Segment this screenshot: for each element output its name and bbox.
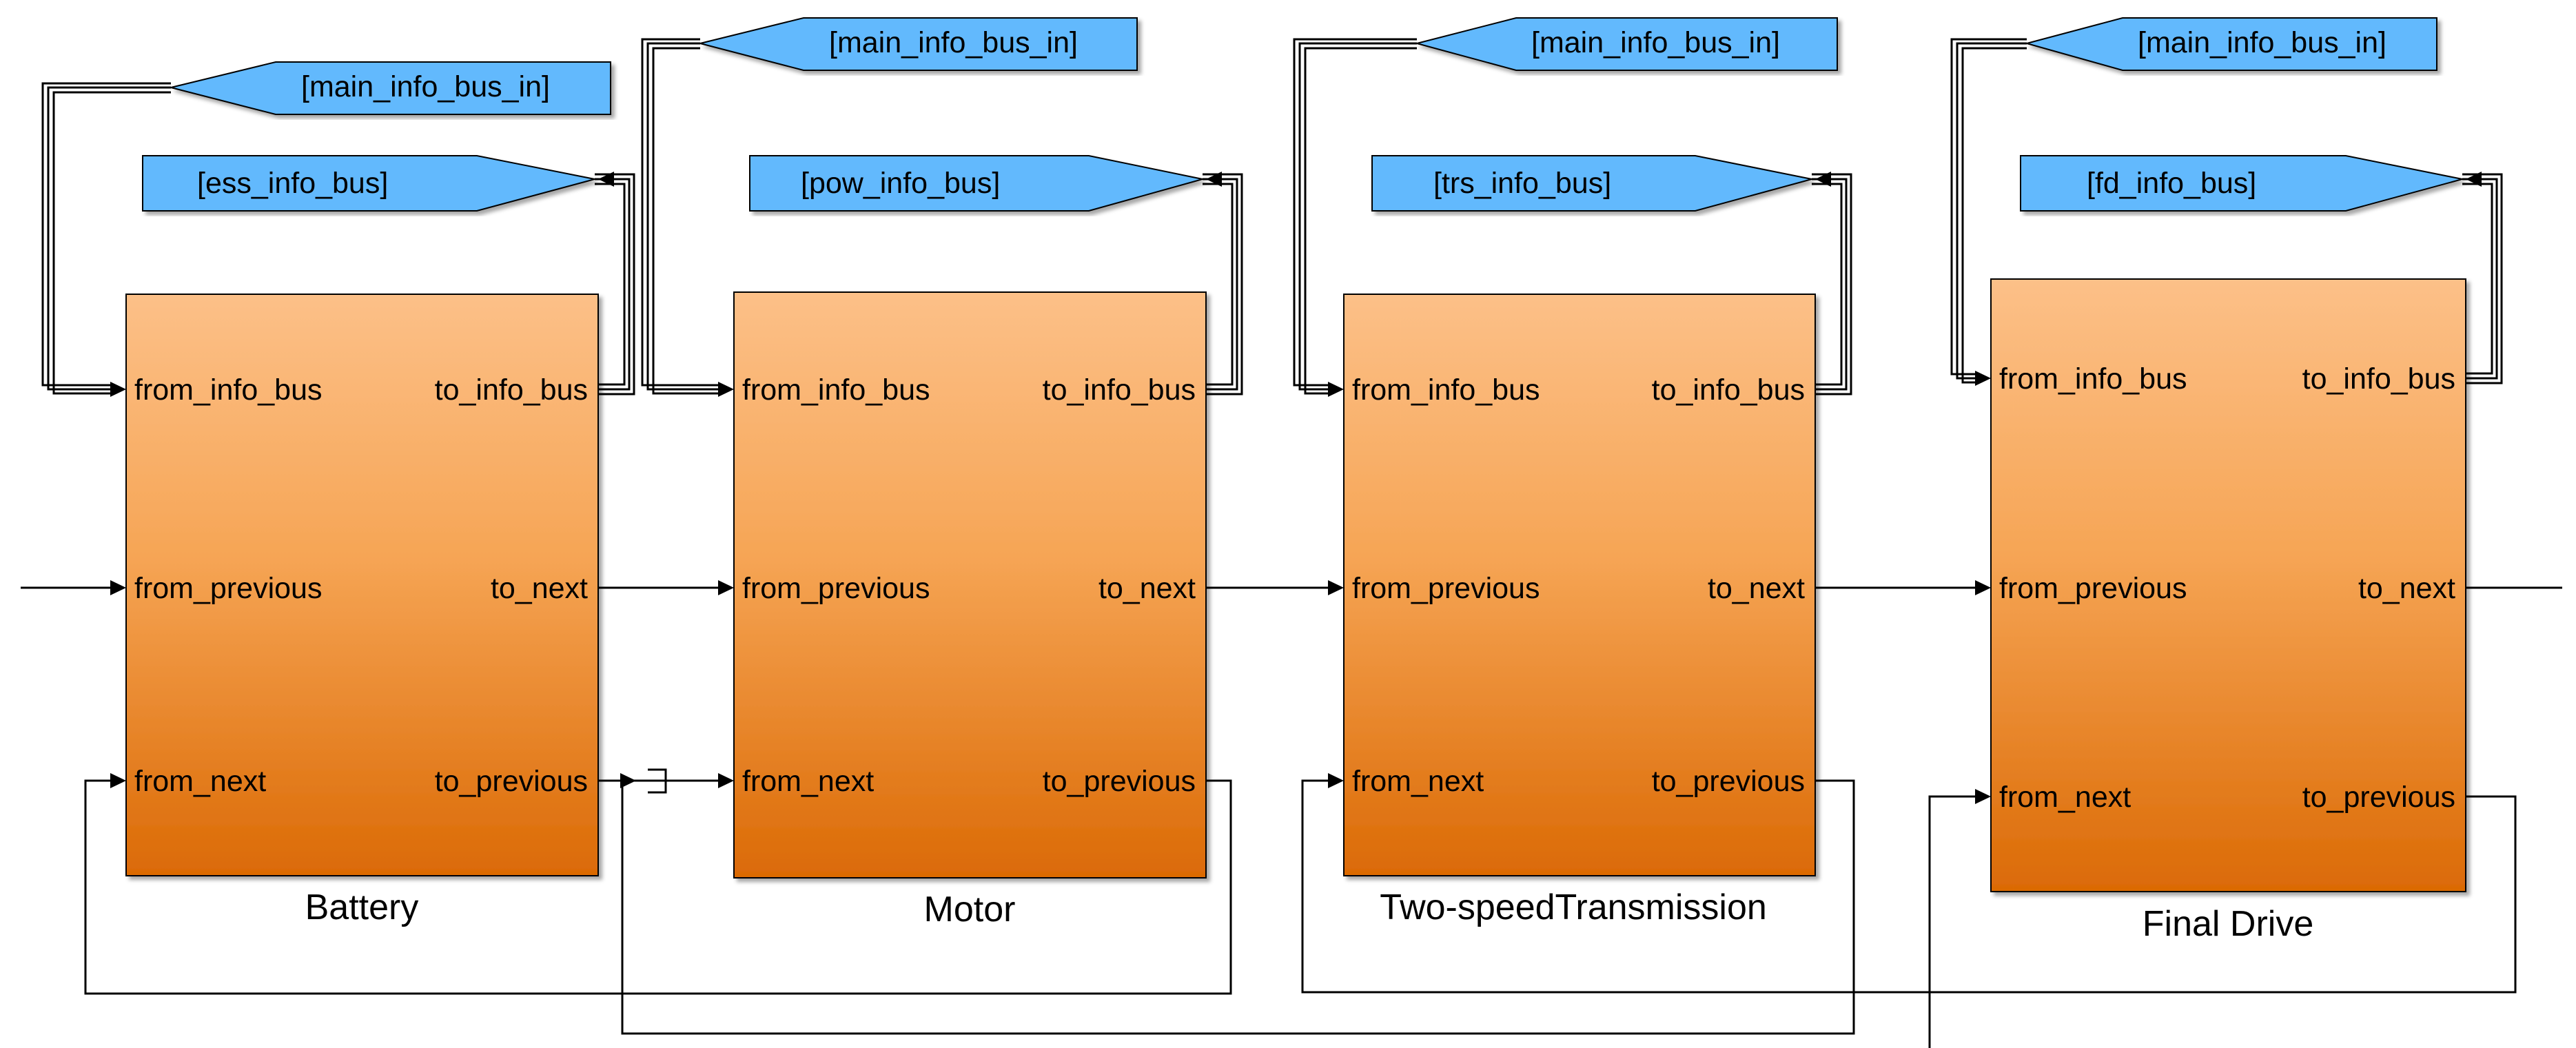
- port-from-next: from_next: [134, 765, 266, 798]
- arrow-icon: [110, 773, 126, 788]
- port-from-info-bus: from_info_bus: [742, 373, 930, 407]
- port-from-next: from_next: [1999, 781, 2131, 814]
- wire-transmission-feedback: [621, 779, 1855, 1035]
- port-to-previous: to_previous: [435, 765, 588, 798]
- bus-wires: [41, 38, 2503, 395]
- port-from-previous: from_previous: [1999, 572, 2187, 605]
- port-to-info-bus: to_info_bus: [435, 373, 588, 407]
- block-motor[interactable]: from_info_bus from_previous from_next to…: [733, 291, 1207, 929]
- port-to-info-bus: to_info_bus: [1043, 373, 1196, 407]
- port-to-next: to_next: [491, 572, 588, 605]
- arrow-icon: [1328, 773, 1344, 788]
- port-from-next: from_next: [1352, 765, 1484, 798]
- port-to-info-bus: to_info_bus: [2302, 362, 2455, 395]
- port-from-previous: from_previous: [134, 572, 322, 605]
- bus-transmission-to: [1812, 173, 1852, 395]
- arrow-icon: [2466, 172, 2482, 187]
- arrow-icon: [1975, 580, 1991, 595]
- bus-battery-to: [595, 173, 635, 395]
- goto-tag-label: [trs_info_bus]: [1433, 167, 1611, 200]
- arrowheads: [110, 172, 2482, 804]
- from-tag-2[interactable]: [main_info_bus_in]: [699, 17, 1138, 71]
- wire-motor-feedback: [84, 779, 1232, 995]
- goto-tag-1[interactable]: [ess_info_bus]: [142, 155, 595, 212]
- arrow-icon: [1975, 789, 1991, 804]
- block-name: Final Drive: [2143, 904, 2314, 944]
- arrow-icon: [110, 382, 126, 397]
- arrow-icon: [718, 580, 734, 595]
- arrow-icon: [620, 773, 636, 788]
- port-from-info-bus: from_info_bus: [1999, 362, 2187, 395]
- port-to-next: to_next: [1098, 572, 1196, 605]
- arrow-icon: [598, 172, 614, 187]
- port-to-info-bus: to_info_bus: [1652, 373, 1805, 407]
- bus-motor-from: [641, 38, 718, 395]
- goto-tag-3[interactable]: [trs_info_bus]: [1371, 155, 1812, 212]
- wire-finaldrive-feedback: [1301, 779, 2517, 994]
- port-from-previous: from_previous: [742, 572, 930, 605]
- arrow-icon: [1328, 382, 1344, 397]
- bus-finaldrive-from: [1950, 38, 2027, 384]
- goto-tag-label: [fd_info_bus]: [2087, 167, 2256, 200]
- arrow-icon: [718, 382, 734, 397]
- port-to-next: to_next: [1708, 572, 1805, 605]
- block-final-drive[interactable]: from_info_bus from_previous from_next to…: [1990, 278, 2466, 944]
- block-two-speed-transmission[interactable]: from_info_bus from_previous from_next to…: [1343, 294, 1816, 927]
- arrow-icon: [1975, 371, 1991, 386]
- arrow-icon: [718, 773, 734, 788]
- from-tag-1[interactable]: [main_info_bus_in]: [170, 61, 611, 115]
- goto-tag-2[interactable]: [pow_info_bus]: [749, 155, 1203, 212]
- port-to-next: to_next: [2358, 572, 2455, 605]
- block-name: Two-speedTransmission: [1380, 887, 1767, 927]
- from-tag-label: [main_info_bus_in]: [301, 70, 550, 103]
- bus-motor-to: [1203, 173, 1243, 395]
- goto-tag-label: [ess_info_bus]: [197, 167, 388, 200]
- block-name: Battery: [305, 887, 419, 927]
- port-from-info-bus: from_info_bus: [1352, 373, 1540, 407]
- arrow-icon: [110, 580, 126, 595]
- from-tag-label: [main_info_bus_in]: [2138, 26, 2386, 59]
- bus-battery-from: [41, 82, 171, 395]
- arrow-icon: [1206, 172, 1222, 187]
- signal-wires: [21, 586, 2562, 1048]
- from-tag-label: [main_info_bus_in]: [829, 26, 1078, 59]
- port-to-previous: to_previous: [1043, 765, 1196, 798]
- port-from-previous: from_previous: [1352, 572, 1540, 605]
- block-name: Motor: [924, 890, 1016, 929]
- wire-finaldrive-from-next: [1928, 795, 1975, 1048]
- goto-tag-4[interactable]: [fd_info_bus]: [2020, 155, 2463, 212]
- from-tag-label: [main_info_bus_in]: [1531, 26, 1780, 59]
- arrow-icon: [1815, 172, 1831, 187]
- arrow-icon: [1328, 580, 1344, 595]
- goto-tag-label: [pow_info_bus]: [801, 167, 1000, 200]
- port-to-previous: to_previous: [1652, 765, 1805, 798]
- bus-transmission-from: [1293, 38, 1417, 395]
- from-tag-3[interactable]: [main_info_bus_in]: [1414, 17, 1838, 71]
- port-from-info-bus: from_info_bus: [134, 373, 323, 407]
- port-from-next: from_next: [742, 765, 874, 798]
- from-tag-4[interactable]: [main_info_bus_in]: [2024, 17, 2437, 71]
- bus-finaldrive-to: [2462, 173, 2503, 384]
- block-battery[interactable]: from_info_bus from_previous from_next to…: [125, 294, 599, 927]
- port-to-previous: to_previous: [2302, 781, 2455, 814]
